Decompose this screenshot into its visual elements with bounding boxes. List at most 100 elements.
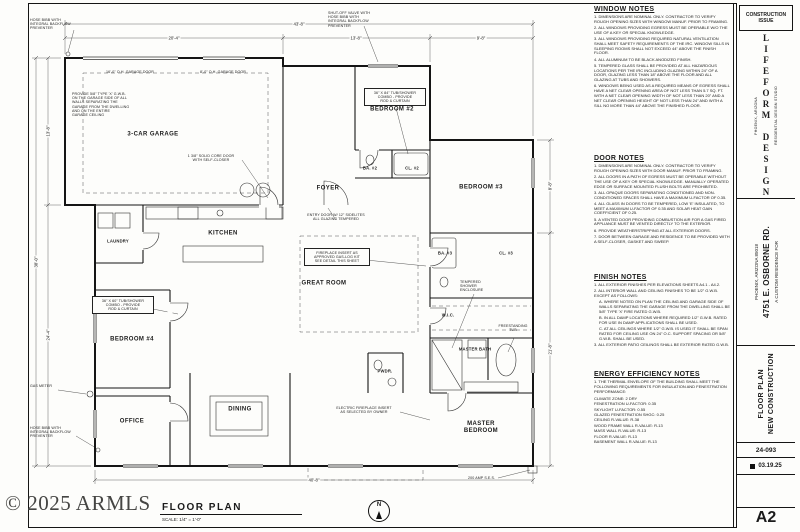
note-item: 6. WINDOWS BEING USED AS A REQUIRED MEAN…: [594, 83, 730, 108]
firm-name: LIFEFORM DESIGN: [761, 33, 771, 198]
annotation-garage-door-8: 8'-0" O.H. GARAGE DOOR: [200, 70, 246, 74]
note-item: 3. ALL WINDOWS PROVIDING REQUIRED NATURA…: [594, 35, 730, 56]
garage-door-symbols: [83, 55, 245, 61]
construction-issue-box: CONSTRUCTION ISSUE: [739, 5, 793, 31]
annotation-garage-door-16: 16'-0" O.H. GARAGE DOOR: [106, 70, 154, 74]
room-label-ba2: BA. #2: [362, 165, 378, 171]
dim-right-2: 21'-8": [547, 342, 553, 356]
finish-notes-title: FINISH NOTES: [594, 274, 647, 281]
note-item: 2. ALL DOORS IN A PATH OF EGRESS MUST BE…: [594, 173, 729, 189]
window-notes-section: WINDOW NOTES 1. DIMENSIONS ARE NOMINAL O…: [594, 6, 730, 148]
annotation-hose-bibb-top: HOSE BIBB WITH INTEGRAL BACKFLOW PREVENT…: [30, 18, 71, 31]
dim-right-1: 8'-8": [547, 180, 553, 192]
annotation-shower-enclosure: TEMPERED SHOWER ENCLOSURE: [460, 280, 484, 293]
firm-block: PHOENIX, ARIZONA LIFEFORM DESIGN RESIDEN…: [737, 33, 795, 199]
sheet-title-line2: FLOOR PLAN: [757, 369, 765, 419]
room-label-kitchen: KITCHEN: [208, 230, 238, 237]
fixtures: [65, 51, 538, 474]
room-label-master-bath: MASTER BATH: [458, 346, 492, 352]
room-label-cl2: CL. #2: [405, 165, 419, 171]
door-notes-title: DOOR NOTES: [594, 155, 645, 162]
floor-plan-svg: [32, 20, 554, 484]
room-label-garage: 3-CAR GARAGE: [127, 131, 179, 138]
room-label-great-room: GREAT ROOM: [301, 280, 347, 287]
drawing-title: FLOOR PLAN: [160, 502, 302, 515]
project-block: PHOENIX, ARIZONA 85018 4751 E. OSBORNE R…: [737, 199, 795, 346]
dim-top-3: 9'-8": [475, 35, 487, 41]
energy-line: CLIMATE ZONE: 2 DRY: [594, 395, 638, 401]
firm-subline-1: RESIDENTIAL DESIGN STUDIO: [774, 86, 778, 145]
note-item: 3. ALL EXTERIOR PATIO CEILINGS SHALL BE …: [594, 341, 729, 347]
leader-lines: [57, 25, 531, 479]
dim-left-1: 13'-8": [45, 124, 51, 138]
note-item: 1. DIMENSIONS ARE NOMINAL ONLY. CONTRACT…: [594, 163, 723, 173]
energy-line: SKYLIGHT U-FACTOR: 0.55: [594, 406, 646, 412]
door-notes-section: DOOR NOTES 1. DIMENSIONS ARE NOMINAL ONL…: [594, 155, 730, 267]
annotation-freestanding-tub: FREESTANDING TUB: [498, 324, 528, 333]
dim-top-2: 13'-8": [349, 35, 363, 41]
dimension-lines: [32, 20, 554, 484]
titleblock-divider-line: [733, 3, 734, 528]
window-notes-title: WINDOW NOTES: [594, 6, 655, 13]
project-address: 4751 E. OSBORNE RD.: [761, 226, 771, 318]
note-item: 6. PROVIDE WEATHERSTRIPPING AT ALL EXTER…: [594, 227, 711, 233]
room-label-wic: W.I.C.: [441, 312, 455, 318]
room-label-laundry: LAUNDRY: [107, 238, 129, 244]
dim-bottom-overall: 40'-8": [307, 477, 321, 483]
annotation-tub-shower-4: 36" X 60" TUB/SHOWER COMBO - PROVIDE ROD…: [92, 296, 154, 314]
dim-left-overall: 38'-0": [33, 255, 39, 269]
window-symbols: [92, 63, 536, 469]
energy-notes-section: ENERGY EFFICIENCY NOTES 1. THE THERMAL E…: [594, 371, 730, 444]
project-for: A CUSTOM RESIDENCE FOR: [773, 241, 779, 303]
energy-notes-intro: 1. THE THERMAL ENVELOPE OF THE BUILDING …: [594, 379, 727, 394]
room-label-master-bedroom: MASTER BEDROOM: [463, 421, 499, 434]
energy-line: BASEMENT WALL R-VALUE: R-13: [594, 438, 657, 444]
walls: [64, 57, 534, 467]
note-item: 4. ALL GLASS IN DOORS TO BE TEMPERED, LO…: [594, 200, 725, 216]
dim-top-1: 20'-4": [167, 35, 181, 41]
drawing-scale: SCALE: 1/4" = 1'-0": [162, 517, 202, 522]
firm-subline-2: PHOENIX, ARIZONA: [754, 96, 758, 135]
note-item: 7. DOOR BETWEEN GARAGE AND RESIDENCE TO …: [594, 233, 730, 244]
room-label-foyer: FOYER: [316, 185, 340, 192]
notes-column: WINDOW NOTES 1. DIMENSIONS ARE NOMINAL O…: [594, 6, 730, 526]
room-label-ba3: BA. #3: [437, 250, 453, 256]
annotation-gas-meter: GAS METER: [30, 384, 53, 388]
north-arrow-pointer: [376, 511, 382, 519]
sheet-title-block: FLOOR PLAN NEW CONSTRUCTION: [737, 346, 795, 443]
annotation-ses: 200 AMP S.E.S.: [468, 476, 496, 480]
sheet-title-line1: NEW CONSTRUCTION: [767, 353, 775, 435]
room-label-dining: DINING: [228, 406, 252, 413]
room-label-cl3: CL. #3: [499, 250, 513, 256]
annotation-garage-gwb: PROVIDE 5/8" TYPE 'X' G.W.B. ON THE GARA…: [72, 92, 130, 118]
note-item: 1. DIMENSIONS ARE NOMINAL ONLY. CONTRACT…: [594, 14, 729, 24]
finish-notes-section: FINISH NOTES 1. ALL EXTERIOR FINISHES PE…: [594, 274, 730, 364]
job-number-box: 24-093: [737, 443, 795, 458]
floor-plan-area: 3-CAR GARAGE BEDROOM #2 BEDROOM #3 BEDRO…: [28, 8, 588, 498]
note-item: A. WHERE NOTED ON PLAN THE CEILING AND G…: [599, 299, 730, 314]
note-item: 4. ALL ALUMINUM TO BE BLACK ANODIZED FIN…: [594, 56, 692, 62]
note-item: 5. A VENTED DOOR PROVIDING COMBUSTION AI…: [594, 216, 727, 227]
note-item: B. IN ALL DAMP LOCATIONS WHERE REQUIRED …: [599, 314, 727, 325]
annotation-entry-door: ENTRY DOOR W/ 12" SIDELITES ALL GLAZING …: [307, 213, 365, 222]
project-city: PHOENIX, ARIZONA 85018: [753, 243, 759, 301]
north-arrow-circle: N: [368, 500, 390, 522]
annotation-hose-bibb-bottom: HOSE BIBB WITH INTEGRAL BACKFLOW PREVENT…: [30, 426, 71, 439]
sheet-number: A2: [755, 509, 777, 526]
annotation-electric-fireplace: ELECTRIC FIREPLACE INSERT AS SELECTED BY…: [336, 406, 392, 415]
door-openings: [140, 147, 467, 422]
armls-watermark: © 2025 ARMLS: [5, 491, 151, 515]
energy-line: CEILING R-VALUE: R-38: [594, 417, 640, 423]
dim-top-overall: 43'-8": [292, 21, 306, 27]
note-item: C. AT ALL CEILINGS WHERE 1/2" G.W.B. IS …: [599, 325, 728, 341]
door-swings: [142, 149, 467, 422]
room-label-bedroom2: BEDROOM #2: [370, 106, 414, 113]
energy-line: MASS WALL R-VALUE: R-13: [594, 428, 647, 434]
north-arrow: N: [368, 500, 390, 522]
issue-date: 03.19.25: [758, 463, 782, 469]
north-label: N: [376, 502, 382, 508]
room-label-bedroom3: BEDROOM #3: [459, 184, 503, 191]
note-item: 5. TEMPERED GLASS SHALL BE PROVIDED AT A…: [594, 62, 718, 83]
note-item: 1. ALL EXTERIOR FINISHES PER ELEVATIONS …: [594, 282, 721, 287]
